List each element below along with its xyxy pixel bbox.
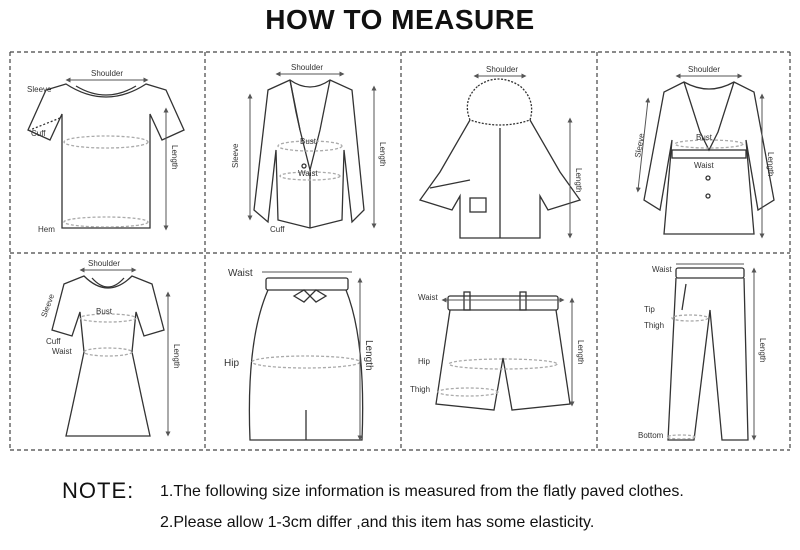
skirt-illustration	[248, 277, 364, 441]
grid-lines	[9, 51, 791, 451]
dress-cuff-label: Cuff	[46, 337, 61, 346]
blazer-waist-label: Waist	[298, 169, 318, 178]
coat-length-label: Length	[766, 152, 775, 176]
skirt-length-label: Length	[363, 340, 374, 371]
coat-bust-label: Bust	[696, 133, 713, 142]
dress-shoulder-label: Shoulder	[88, 259, 120, 268]
coat-sleeve-arrow	[635, 97, 651, 193]
cape-coat-illustration	[418, 78, 582, 239]
coat-sleeve-label: Sleeve	[633, 132, 646, 158]
coat-waist-label: Waist	[694, 161, 714, 170]
blazer-sleeve-label: Sleeve	[231, 143, 240, 168]
trousers-waist-label: Waist	[652, 265, 672, 274]
tshirt-cuff-label: Cuff	[31, 129, 46, 138]
note-line-2: 2.Please allow 1-3cm differ ,and this it…	[160, 514, 595, 531]
cape-length-label: Length	[574, 168, 583, 192]
dress-sleeve-label: Sleeve	[39, 292, 56, 319]
dress-length-label: Length	[172, 344, 181, 368]
skirt-hip-label: Hip	[224, 358, 239, 369]
tshirt-sleeve-label: Sleeve	[27, 85, 52, 94]
coat-shoulder-label: Shoulder	[688, 65, 720, 74]
blazer-bust-label: Bust	[300, 137, 317, 146]
note-label: NOTE:	[62, 478, 135, 503]
trousers-illustration	[666, 267, 749, 441]
page-title: HOW TO MEASURE	[265, 4, 535, 35]
shorts-illustration	[435, 291, 571, 411]
trousers-thigh-label: Thigh	[644, 321, 664, 330]
shorts-waist-label: Waist	[418, 293, 438, 302]
dress-waist-label: Waist	[52, 347, 72, 356]
tshirt-illustration	[27, 83, 185, 229]
blazer-cuff-label: Cuff	[270, 225, 285, 234]
tshirt-hem-label: Hem	[38, 225, 55, 234]
trousers-tip-label: Tip	[644, 305, 655, 314]
skirt-waist-label: Waist	[228, 268, 253, 279]
dress-bust-label: Bust	[96, 307, 113, 316]
tshirt-length-label: Length	[170, 145, 179, 169]
trousers-length-label: Length	[758, 338, 767, 362]
shorts-thigh-label: Thigh	[410, 385, 430, 394]
trousers-bottom-label: Bottom	[638, 431, 664, 440]
blazer-shoulder-label: Shoulder	[291, 63, 323, 72]
belted-coat-illustration	[643, 81, 775, 235]
blazer-length-label: Length	[378, 142, 387, 166]
shorts-length-label: Length	[576, 340, 585, 364]
blazer-illustration	[253, 79, 365, 229]
tshirt-shoulder-label: Shoulder	[91, 69, 123, 78]
dress-illustration	[51, 275, 165, 437]
cape-shoulder-label: Shoulder	[486, 65, 518, 74]
note-line-1: 1.The following size information is meas…	[160, 483, 684, 500]
shorts-hip-label: Hip	[418, 357, 431, 366]
